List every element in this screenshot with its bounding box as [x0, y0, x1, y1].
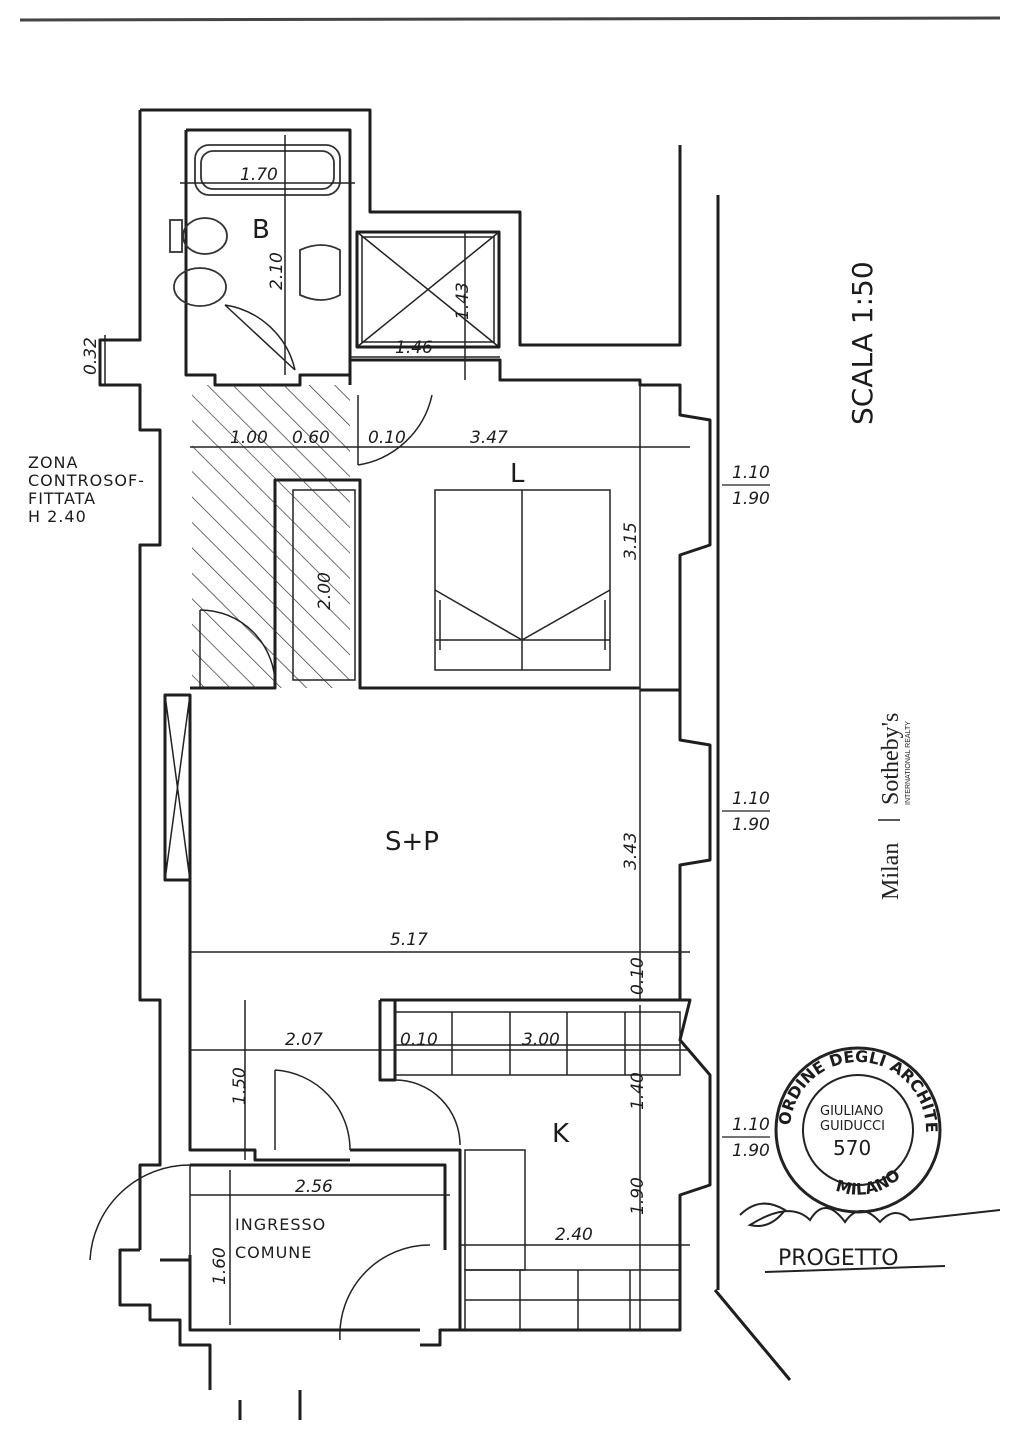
window-2-bottom: 1.90	[732, 815, 770, 835]
bath-label: B	[252, 215, 270, 245]
logo-sub: INTERNATIONAL REALTY	[905, 721, 912, 805]
dim-kitchen-top: 0.10	[628, 957, 648, 995]
window-1-bottom: 1.90	[732, 489, 770, 509]
door-swings	[89, 304, 461, 1341]
dim-wall-offset: 0.32	[81, 337, 101, 375]
dim-kitchen-counter: 3.00	[522, 1030, 560, 1050]
stamp-name1: GIULIANO	[820, 1104, 883, 1119]
dim-zone-2: 0.60	[292, 428, 330, 448]
dim-living-width: 5.17	[390, 930, 428, 950]
progetto-underline	[764, 1265, 946, 1273]
zone-note-2: CONTROSOF-	[28, 471, 145, 490]
scale-label: SCALA 1:50	[846, 261, 879, 425]
zone-note-1: ZONA	[28, 453, 78, 472]
dim-entrance-depth: 1.60	[210, 1247, 230, 1285]
dim-bedroom-depth: 3.15	[621, 522, 641, 560]
dim-kitchen-depth2: 1.90	[628, 1177, 648, 1215]
dim-wall-thin: 0.10	[400, 1030, 438, 1050]
bath-fixtures	[169, 144, 341, 307]
window-3-top: 1.10	[732, 1115, 770, 1135]
svg-text:MILANO: MILANO	[834, 1165, 904, 1199]
living-label: S+P	[385, 827, 439, 857]
dim-corridor-depth: 1.50	[230, 1067, 250, 1105]
signature	[739, 1202, 1001, 1227]
zone-note-4: H 2.40	[28, 507, 87, 526]
dim-zone-1: 1.00	[230, 428, 268, 448]
dim-kitchen-width: 2.40	[555, 1225, 593, 1245]
progetto-label: PROGETTO	[778, 1246, 899, 1271]
dim-zone-3: 0.10	[368, 428, 406, 448]
dim-wardrobe: 2.00	[315, 572, 335, 610]
dim-tub: 1.70	[240, 165, 278, 185]
window-2-top: 1.10	[732, 789, 770, 809]
window-1-top: 1.10	[732, 463, 770, 483]
dim-corridor: 2.07	[285, 1030, 323, 1050]
closet-cross	[356, 231, 500, 348]
logo-city: Milan	[878, 843, 904, 900]
dim-bedroom-width: 3.47	[470, 428, 508, 448]
zone-note-3: FITTATA	[28, 489, 96, 508]
stamp-name2: GUIDUCCI	[820, 1119, 885, 1134]
dim-entrance-width: 2.56	[295, 1177, 333, 1197]
lowered-ceiling-zone	[192, 385, 350, 688]
dim-kitchen-depth1: 1.40	[628, 1072, 648, 1110]
dimension-lines	[104, 135, 690, 1330]
dim-living-depth: 3.43	[621, 832, 641, 870]
dim-hall: 1.46	[395, 338, 433, 358]
window-3-bottom: 1.90	[732, 1141, 770, 1161]
page-edge-line	[19, 16, 1001, 22]
stamp-number: 570	[833, 1136, 871, 1160]
logo-brand: Sotheby's	[878, 713, 904, 805]
bedroom-label: L	[510, 459, 525, 489]
dim-closet: 1.43	[453, 282, 473, 320]
entrance-label: INGRESSO	[235, 1215, 326, 1234]
kitchen-label: K	[552, 1119, 570, 1149]
entrance-label-2: COMUNE	[235, 1243, 312, 1262]
dim-bath-height: 2.10	[267, 252, 287, 290]
stamp-bottom-text: MILANO	[834, 1165, 904, 1199]
sothebys-logo: Milan Sotheby's INTERNATIONAL REALTY	[878, 713, 912, 900]
